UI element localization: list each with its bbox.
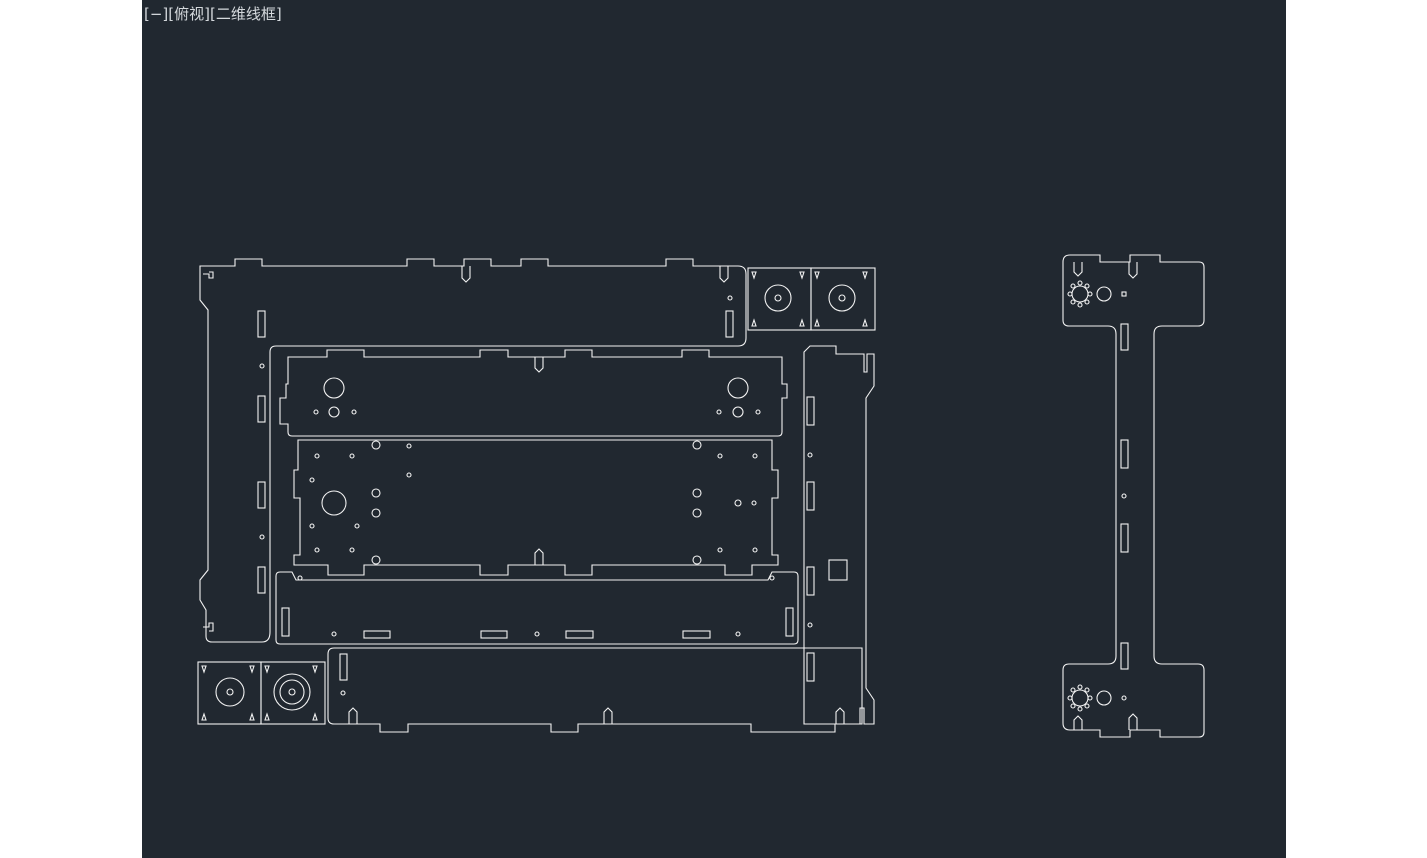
bottom-rail bbox=[327, 647, 863, 733]
motor-mount-plate-bottom-right bbox=[260, 661, 326, 725]
lower-inner-panel bbox=[275, 571, 799, 645]
cad-drawing bbox=[197, 254, 1205, 738]
middle-carriage-panel bbox=[293, 439, 779, 576]
visual-style-control[interactable]: [二维线框] bbox=[210, 5, 282, 23]
motor-mount-plate-bottom-left bbox=[197, 661, 262, 725]
upper-inner-panel bbox=[279, 349, 788, 437]
outer-frame-part bbox=[199, 258, 747, 643]
view-name-control[interactable]: [俯视] bbox=[168, 5, 210, 23]
motor-mount-plate-top-right bbox=[810, 267, 876, 331]
model-viewport[interactable]: [−][俯视][二维线框] bbox=[142, 0, 1286, 858]
right-side-rail bbox=[803, 345, 875, 725]
motor-mount-plate-top-left bbox=[747, 267, 812, 331]
viewport-controls: [−][俯视][二维线框] bbox=[144, 4, 282, 24]
viewport-menu-control[interactable]: [−] bbox=[144, 5, 169, 23]
i-beam-end-plate bbox=[1062, 254, 1205, 738]
